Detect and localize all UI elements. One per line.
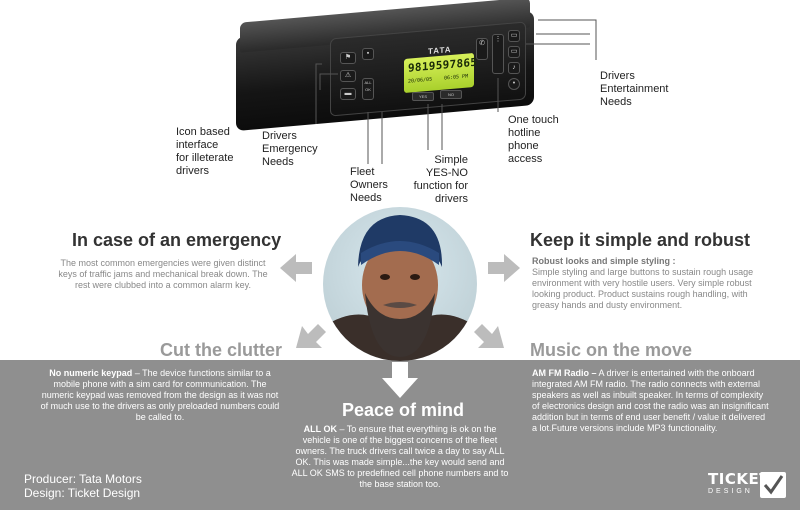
all-ok-label: ALL OK bbox=[364, 80, 372, 92]
callout-line-text: Drivers bbox=[600, 70, 635, 82]
traffic-key-icon[interactable]: ▬ bbox=[340, 88, 356, 100]
callout-line-icon bbox=[315, 63, 322, 124]
callout-line-text: hotline bbox=[508, 127, 541, 139]
speaker-grill-icon: ⋮ bbox=[492, 34, 504, 74]
logo-name: TICKET bbox=[708, 470, 770, 488]
heading-simple: Keep it simple and robust bbox=[530, 230, 751, 250]
heading-peace: Peace of mind bbox=[342, 400, 465, 420]
callout-line-text: phone bbox=[508, 140, 539, 152]
callout-line-text: access bbox=[508, 153, 543, 165]
heading-emergency: In case of an emergency bbox=[72, 230, 282, 250]
callout-line-text: Simple bbox=[434, 154, 468, 166]
driver-portrait-illustration bbox=[323, 215, 477, 361]
text-music-lead: AM FM Radio – bbox=[532, 368, 597, 378]
callout-line-text: Emergency bbox=[262, 143, 318, 155]
callout-line-text: Needs bbox=[350, 192, 382, 204]
driver-portrait bbox=[323, 207, 477, 361]
callout-line-text: Owners bbox=[350, 179, 388, 191]
no-button[interactable]: NO bbox=[440, 90, 462, 99]
arrow-down-right bbox=[474, 324, 504, 348]
callout-drivers-emergency: Drivers Emergency Needs bbox=[262, 130, 322, 169]
heading-clutter: Cut the clutter bbox=[160, 340, 283, 360]
callout-line-text: YES-NO bbox=[425, 167, 468, 179]
text-peace-lead: ALL OK bbox=[303, 424, 337, 434]
arrow-down-left bbox=[296, 324, 326, 348]
ticket-design-logo: TICKET DESIGN bbox=[708, 470, 788, 500]
callout-hotline: One touch hotline phone access bbox=[508, 114, 572, 166]
text-clutter: No numeric keypad – The device functions… bbox=[40, 368, 280, 423]
text-clutter-body: – The device functions similar to a mobi… bbox=[40, 368, 280, 422]
credit-producer: Producer: Tata Motors bbox=[24, 472, 142, 486]
radio-key-icon[interactable]: ▭ bbox=[508, 30, 520, 42]
callout-line-text: Icon based bbox=[176, 126, 230, 138]
callout-line-text: Drivers bbox=[262, 130, 297, 142]
callout-line-text: Entertainment bbox=[600, 83, 669, 95]
callout-fleet-owners: Fleet Owners Needs bbox=[350, 166, 400, 205]
callout-line-text: interface bbox=[176, 139, 219, 151]
callout-line-text: drivers bbox=[434, 193, 468, 205]
callout-icon-interface: Icon based interface for illeterate driv… bbox=[176, 126, 256, 178]
callout-line-text: drivers bbox=[176, 165, 210, 177]
callout-line-text: function for bbox=[413, 180, 468, 192]
callout-line-text: Fleet bbox=[350, 166, 375, 178]
breakdown-key-icon[interactable]: ⚠ bbox=[340, 70, 356, 82]
truck-key-icon[interactable]: ▪ bbox=[362, 48, 374, 60]
callout-line-text: for illeterate bbox=[176, 152, 234, 164]
logo-sub: DESIGN bbox=[708, 488, 753, 495]
text-music: AM FM Radio – A driver is entertained wi… bbox=[532, 368, 770, 434]
yes-button[interactable]: YES bbox=[412, 92, 434, 101]
callout-entertainment: Drivers Entertainment Needs bbox=[600, 70, 680, 109]
text-peace-body: – To ensure that everything is ok on the… bbox=[291, 424, 509, 489]
checkmark-icon bbox=[760, 472, 786, 498]
no-label: NO bbox=[448, 92, 454, 97]
yes-label: YES bbox=[418, 94, 427, 99]
callout-line-text: Needs bbox=[600, 96, 632, 108]
credits: Producer: Tata Motors Design: Ticket Des… bbox=[24, 472, 142, 500]
arrow-right bbox=[488, 254, 520, 282]
callout-line-ent-a bbox=[538, 19, 597, 60]
audio-jack-icon: • bbox=[508, 78, 520, 90]
text-music-body: A driver is entertained with the onboard… bbox=[532, 368, 769, 433]
callout-line-text: Needs bbox=[262, 156, 294, 168]
call-key-icon[interactable]: ✆ bbox=[476, 38, 488, 60]
text-simple-lead: Robust looks and simple styling : bbox=[532, 256, 676, 266]
all-ok-button[interactable]: ALL OK bbox=[362, 78, 374, 100]
text-emergency: The most common emergencies were given d… bbox=[58, 258, 268, 290]
music-key-icon[interactable]: ♪ bbox=[508, 62, 520, 74]
text-simple-body: Simple styling and large buttons to sust… bbox=[532, 267, 754, 310]
text-peace: ALL OK – To ensure that everything is ok… bbox=[290, 424, 510, 490]
credit-design: Design: Ticket Design bbox=[24, 486, 141, 500]
alarm-key-icon[interactable]: ⚑ bbox=[340, 52, 356, 64]
radio-mode-key-icon[interactable]: ▭ bbox=[508, 46, 520, 58]
arrow-down bbox=[382, 362, 418, 398]
text-clutter-lead: No numeric keypad bbox=[49, 368, 133, 378]
arrow-left bbox=[280, 254, 312, 282]
callout-yes-no: Simple YES-NO function for drivers bbox=[404, 154, 468, 206]
heading-music: Music on the move bbox=[530, 340, 693, 360]
callout-line-emergency bbox=[319, 73, 338, 90]
telematics-device: TATA 9819597865 20/06/05 06:05 PM ⚑ ⚠ ▬ … bbox=[236, 0, 534, 132]
callout-line-text: One touch bbox=[508, 114, 559, 126]
text-simple: Robust looks and simple styling : Simple… bbox=[532, 256, 768, 311]
